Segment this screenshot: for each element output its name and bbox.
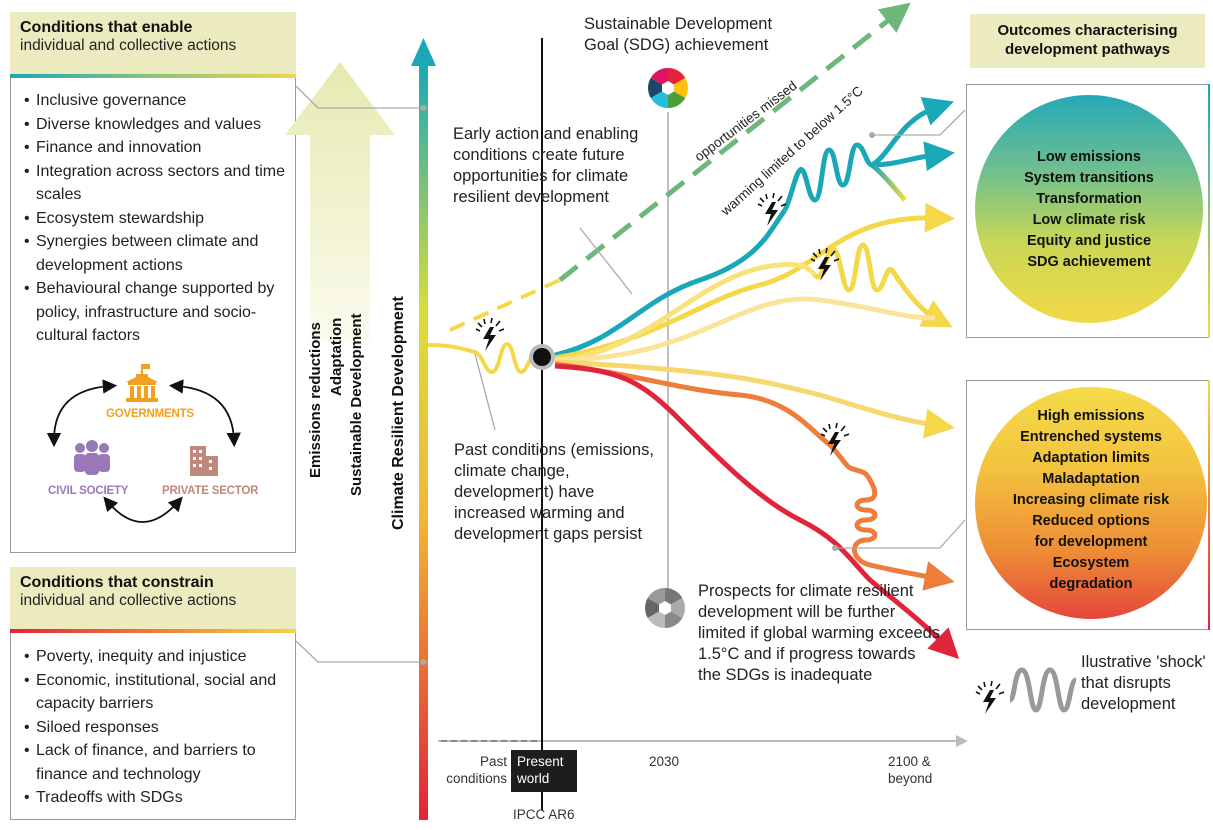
- enable-title: Conditions that enable: [20, 19, 193, 36]
- government-building-icon: [126, 364, 158, 402]
- shock-bolt-icon: [810, 247, 840, 281]
- positive-outcomes-circle: [975, 95, 1203, 323]
- positive-outcomes-text: Low emissions System transitions Transfo…: [1024, 149, 1154, 270]
- climate-resilient-development-label: Climate Resilient Development: [390, 296, 407, 530]
- outcomes-header: Outcomes characterising development path…: [970, 14, 1205, 68]
- shock-bolt-icon: [475, 317, 505, 351]
- constrain-item: Siloed responses: [24, 716, 290, 740]
- enable-item: Diverse knowledges and values: [24, 113, 290, 137]
- enable-connector: [295, 85, 423, 109]
- cycle-arrow-bottom: [103, 496, 183, 523]
- shock-bolt-icon: [757, 192, 787, 226]
- office-building-icon: [190, 446, 218, 476]
- actors-cycle-diagram: [46, 364, 241, 523]
- crd-bar-arrowhead: [411, 38, 436, 66]
- year-2100-label: 2100 & beyond: [888, 754, 933, 786]
- constrain-item: Tradeoffs with SDGs: [24, 786, 290, 810]
- enable-item: Synergies between climate and developmen…: [24, 230, 290, 277]
- enable-header-gradient-bar: [10, 74, 296, 78]
- constrain-conditions-header: Conditions that constrain individual and…: [10, 567, 296, 629]
- sdg-achievement-text: Sustainable Development Goal (SDG) achie…: [584, 15, 773, 54]
- constrain-item: Lack of finance, and barriers to finance…: [24, 739, 290, 786]
- sustainable-development-label: Sustainable Development: [348, 313, 365, 496]
- present-world-axis-label: Present world: [511, 750, 577, 792]
- teal-pathway: [554, 208, 788, 358]
- early-action-text: Early action and enabling conditions cre…: [453, 125, 639, 206]
- enable-conditions-header: Conditions that enable individual and co…: [10, 12, 296, 74]
- constrain-conditions-list: Poverty, inequity and injustice Economic…: [24, 645, 290, 810]
- cycle-arrow-left: [46, 379, 118, 448]
- constrain-subtitle: individual and collective actions: [20, 592, 237, 609]
- ipcc-ar6-label: IPCC AR6: [513, 807, 575, 822]
- constrain-item: Economic, institutional, social and capa…: [24, 669, 290, 716]
- constrain-item: Poverty, inequity and injustice: [24, 645, 290, 669]
- shock-legend-icon: [975, 680, 1005, 714]
- sdg-wheel-icon: [648, 68, 688, 108]
- opportunities-missed-dashed-line: [558, 2, 911, 282]
- enable-item: Inclusive governance: [24, 89, 290, 113]
- enable-item: Ecosystem stewardship: [24, 207, 290, 231]
- past-conditions-text: Past conditions (emissions, climate chan…: [454, 441, 654, 543]
- negative-outcomes-circle: [975, 387, 1207, 619]
- negative-outcomes-text: High emissions Entrenched systems Adapta…: [1012, 408, 1170, 592]
- year-2030-label: 2030: [649, 754, 680, 769]
- crd-gradient-bar: [419, 62, 428, 820]
- private-sector-label: PRIVATE SECTOR: [162, 485, 259, 497]
- yellow-pathway-lower: [554, 296, 936, 363]
- cycle-arrow-right: [168, 379, 241, 448]
- yellow-pathway-mid: [554, 261, 817, 363]
- sdg-wheel-grey-icon: [645, 588, 685, 628]
- emissions-reductions-label: Emissions reductions: [307, 322, 324, 478]
- constrain-connector: [295, 640, 423, 663]
- enable-subtitle: individual and collective actions: [20, 37, 237, 54]
- past-conditions-axis-label: Past conditions: [446, 754, 507, 786]
- prospects-text: Prospects for climate resilient developm…: [698, 582, 941, 684]
- governments-label: GOVERNMENTS: [106, 408, 194, 420]
- shock-legend-text: Ilustrative 'shock' that disrupts develo…: [1081, 653, 1206, 713]
- big-upward-arrow: [285, 62, 395, 340]
- enable-conditions-list: Inclusive governance Diverse knowledges …: [24, 89, 290, 348]
- red-pathway: [554, 363, 960, 660]
- constrain-header-gradient-bar: [10, 629, 296, 633]
- constrain-title: Conditions that constrain: [20, 574, 214, 591]
- adaptation-label: Adaptation: [328, 317, 345, 396]
- shock-bolt-icon: [820, 422, 850, 456]
- past-conditions-line: [427, 341, 541, 375]
- enable-item: Finance and innovation: [24, 136, 290, 160]
- shock-legend-wave: [1007, 667, 1078, 713]
- enable-item: Integration across sectors and time scal…: [24, 160, 290, 207]
- civil-society-label: CIVIL SOCIETY: [48, 485, 129, 497]
- orange-pathway: [554, 361, 852, 471]
- enable-item: Behavioural change supported by policy, …: [24, 277, 290, 348]
